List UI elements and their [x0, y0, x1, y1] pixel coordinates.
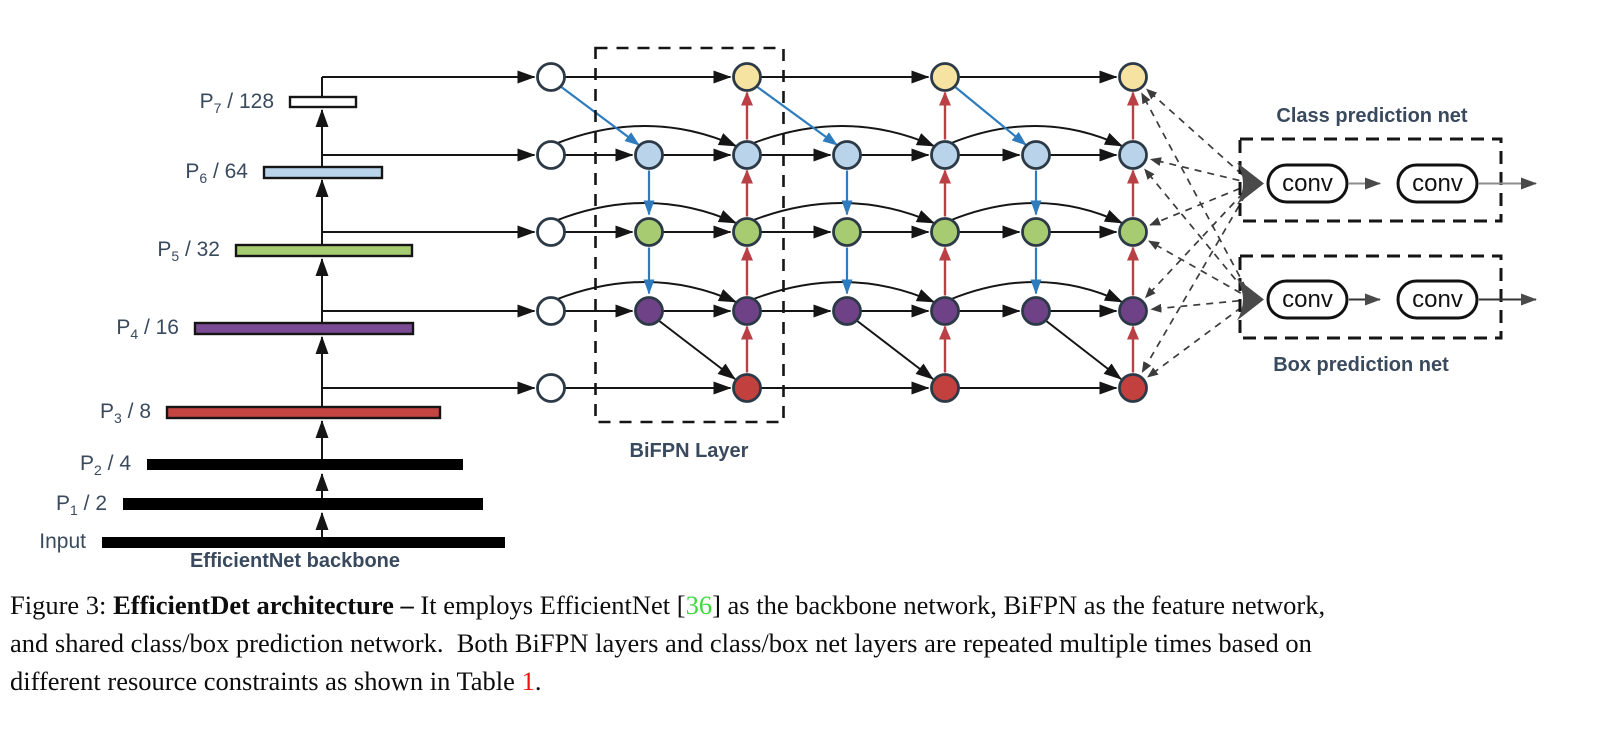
bifpn-td-node-l3-p5 — [1021, 217, 1051, 247]
level-label-p1: P1 / 2 — [56, 492, 107, 519]
backbone-bar-p4 — [193, 321, 415, 336]
backbone-title: EfficientNet backbone — [189, 550, 401, 572]
backbone-bar-p5 — [234, 243, 414, 258]
bifpn-out-node-l1-p3 — [732, 373, 762, 403]
edges — [315, 70, 1253, 537]
bifpn-out-node-l3-p4 — [1118, 296, 1148, 326]
bifpn-out-node-l2-p5 — [930, 217, 960, 247]
class-net-box — [1238, 137, 1503, 223]
box-gather-fan — [1237, 278, 1264, 321]
level-label-p6: P6 / 64 — [185, 160, 248, 187]
bifpn-nodes — [536, 62, 1148, 403]
dashed-boxes — [594, 46, 1503, 424]
caption-link[interactable]: 1 — [521, 666, 535, 696]
level-label-p3: P3 / 8 — [100, 400, 151, 427]
caption-line: and shared class/box prediction network.… — [10, 624, 1592, 662]
backbone-bar-p2 — [147, 459, 463, 470]
caption-line: Figure 3: EfficientDet architecture – It… — [10, 586, 1592, 624]
backbone-bar-p7 — [288, 95, 358, 109]
bifpn-out-node-l3-p6 — [1118, 140, 1148, 170]
bifpn-out-node-l1-p4 — [732, 296, 762, 326]
backbone-bar-p3 — [165, 405, 442, 420]
bifpn-out-node-l2-p4 — [930, 296, 960, 326]
bifpn-input-node-p3 — [536, 373, 566, 403]
bifpn-out-node-l1-p6 — [732, 140, 762, 170]
bifpn-td-node-l2-p4 — [832, 296, 862, 326]
box-net-title: Box prediction net — [1273, 354, 1449, 376]
backbone-bars — [102, 95, 505, 548]
bifpn-td-node-l2-p5 — [832, 217, 862, 247]
bifpn-out-node-l2-p7 — [930, 62, 960, 92]
backbone-bar-p6 — [262, 165, 384, 180]
class-conv-box-2 — [1396, 163, 1479, 204]
class-conv1-label: conv — [1282, 170, 1333, 197]
caption-text: . — [534, 666, 542, 696]
caption-text: ] as the backbone network, BiFPN as the … — [712, 590, 1326, 620]
box-conv1-label: conv — [1282, 286, 1333, 313]
level-label-p5: P5 / 32 — [157, 238, 220, 265]
bifpn-layer-box — [594, 46, 785, 424]
caption-link[interactable]: 36 — [685, 590, 713, 620]
bifpn-out-node-l1-p5 — [732, 217, 762, 247]
box-net-box — [1238, 254, 1503, 340]
bifpn-layer-title: BiFPN Layer — [629, 440, 749, 462]
box-conv-box-2 — [1396, 279, 1479, 320]
caption-text: It employs EfficientNet [ — [420, 590, 686, 620]
bifpn-out-node-l3-p5 — [1118, 217, 1148, 247]
caption-text: different resource constraints as shown … — [10, 666, 522, 696]
level-label-p7: P7 / 128 — [199, 90, 274, 117]
bifpn-out-node-l2-p3 — [930, 373, 960, 403]
bifpn-td-node-l3-p6 — [1021, 140, 1051, 170]
bifpn-out-node-l1-p7 — [732, 62, 762, 92]
bifpn-input-node-p6 — [536, 140, 566, 170]
level-label-input: Input — [39, 530, 86, 553]
class-gather-fan — [1237, 162, 1264, 205]
bifpn-input-node-p7 — [536, 62, 566, 92]
figure-caption: Figure 3: EfficientDet architecture – It… — [10, 586, 1592, 700]
bifpn-td-node-l1-p5 — [634, 217, 664, 247]
class-conv2-label: conv — [1412, 170, 1463, 197]
bifpn-td-node-l1-p6 — [634, 140, 664, 170]
class-net-title: Class prediction net — [1276, 105, 1468, 127]
architecture-diagram — [102, 46, 1537, 548]
level-label-p2: P2 / 4 — [80, 452, 131, 479]
box-conv-box-1 — [1266, 279, 1349, 320]
backbone-bar-p1 — [123, 498, 483, 510]
bifpn-td-node-l2-p6 — [832, 140, 862, 170]
bifpn-out-node-l2-p6 — [930, 140, 960, 170]
backbone-bar-input — [102, 537, 505, 548]
bifpn-input-node-p4 — [536, 296, 566, 326]
caption-text: and shared class/box prediction network.… — [10, 628, 1312, 658]
caption-text: Figure 3: — [10, 590, 114, 620]
bifpn-td-node-l1-p4 — [634, 296, 664, 326]
caption-line: different resource constraints as shown … — [10, 662, 1592, 700]
class-conv-box-1 — [1266, 163, 1349, 204]
bifpn-input-node-p5 — [536, 217, 566, 247]
prediction-heads — [1237, 162, 1537, 321]
caption-text: EfficientDet architecture – — [113, 590, 421, 620]
box-conv2-label: conv — [1412, 286, 1463, 313]
level-label-p4: P4 / 16 — [116, 316, 179, 343]
bifpn-out-node-l3-p3 — [1118, 373, 1148, 403]
bifpn-td-node-l3-p4 — [1021, 296, 1051, 326]
bifpn-out-node-l3-p7 — [1118, 62, 1148, 92]
